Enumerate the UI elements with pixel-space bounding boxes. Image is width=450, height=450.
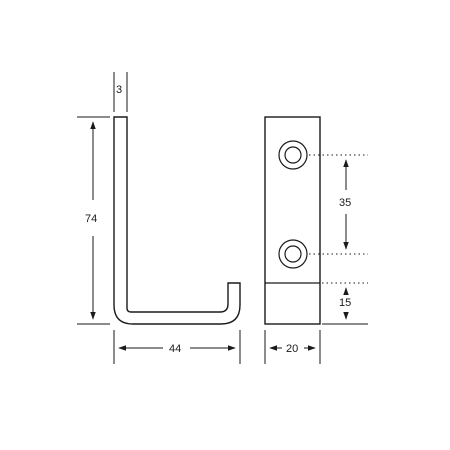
width-label: 44 [169,343,181,355]
plate-width-label: 20 [286,343,298,355]
plate-front-view [264,116,321,325]
thickness-label: 3 [116,84,122,96]
base-height-dimension: 15 [322,282,368,325]
plate-outline [264,116,321,325]
lower-hole [278,239,308,269]
hole-spacing-label: 35 [339,197,351,209]
plate-width-dimension: 20 [264,330,321,364]
height-dimension: 74 [77,116,110,325]
thickness-dimension: 3 [113,72,128,112]
hook-outline [113,116,241,325]
hook-side-view [113,116,241,325]
hole-spacing-dimension: 35 [309,154,368,255]
upper-hole [278,140,308,170]
base-height-label: 15 [339,297,351,309]
width-dimension: 44 [113,330,241,364]
height-label: 74 [85,213,97,225]
